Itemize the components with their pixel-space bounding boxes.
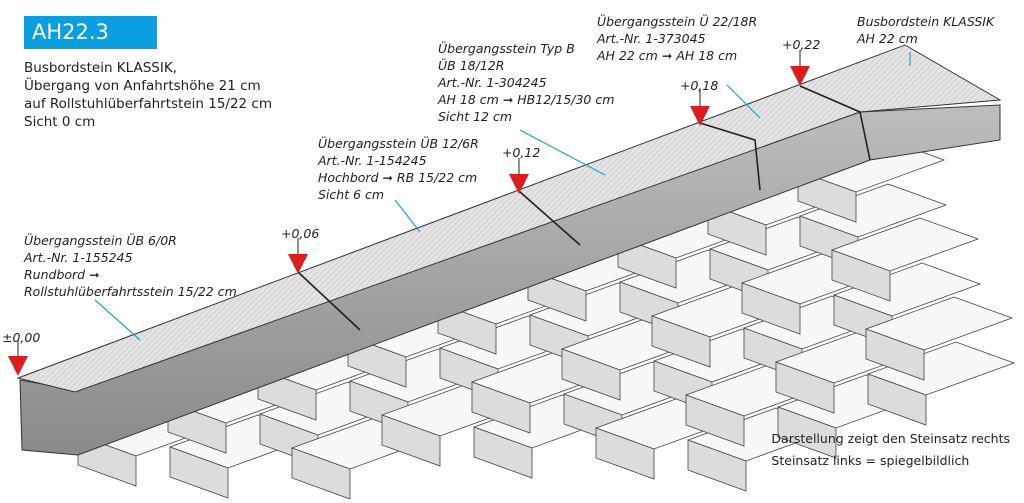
leader-lines <box>94 52 911 341</box>
paving-stone-side <box>473 426 533 479</box>
paving-stones <box>76 138 1016 500</box>
intro-text: Busbordstein KLASSIK, Übergang von Anfah… <box>24 59 272 131</box>
paving-stone-side <box>651 315 711 368</box>
paving-stone-side <box>561 348 621 401</box>
intro-line: auf Rollstuhlüberfahrtstein 15/22 cm <box>24 96 273 112</box>
height-marker-icon <box>288 254 308 274</box>
drawing-id-badge: AH22.3 <box>24 16 157 49</box>
curb-top-surface <box>16 44 1002 393</box>
marker-label: ±0,00 <box>2 330 41 345</box>
marker-label: +0,18 <box>680 78 719 93</box>
height-markers <box>8 50 810 376</box>
paving-stone-side <box>595 427 655 480</box>
paving-stone-side <box>685 394 745 447</box>
intro-line: Busbordstein KLASSIK, <box>24 60 177 76</box>
paving-stone-side <box>865 328 925 381</box>
paving-stone-side <box>797 170 857 223</box>
paving-stone-side <box>777 406 837 459</box>
paving-stone-side <box>381 414 441 467</box>
height-marker-icon <box>8 356 28 376</box>
height-marker-icon <box>509 174 529 194</box>
intro-line: Übergang von Anfahrtshöhe 21 cm <box>24 78 261 94</box>
paving-stone-side <box>291 447 351 500</box>
paving-stone-side <box>741 282 801 335</box>
paving-stone-side <box>471 381 531 434</box>
height-marker-icon <box>790 66 810 86</box>
paving-stone-side <box>617 236 677 289</box>
height-marker-icon <box>690 106 710 126</box>
marker-label: +0,22 <box>782 37 821 52</box>
paving-stone-side <box>775 361 835 414</box>
paving-stone-side <box>527 269 587 322</box>
paving-stone-side <box>169 446 229 499</box>
paving-stone-side <box>831 249 891 302</box>
marker-label: +0,06 <box>281 226 320 241</box>
intro-line: Sicht 0 cm <box>24 114 96 130</box>
paving-stone-side <box>707 203 767 256</box>
paving-stone-side <box>867 373 927 426</box>
paving-stone-side <box>687 439 747 492</box>
stone-joints <box>297 85 871 331</box>
marker-label: +0,12 <box>502 145 541 160</box>
